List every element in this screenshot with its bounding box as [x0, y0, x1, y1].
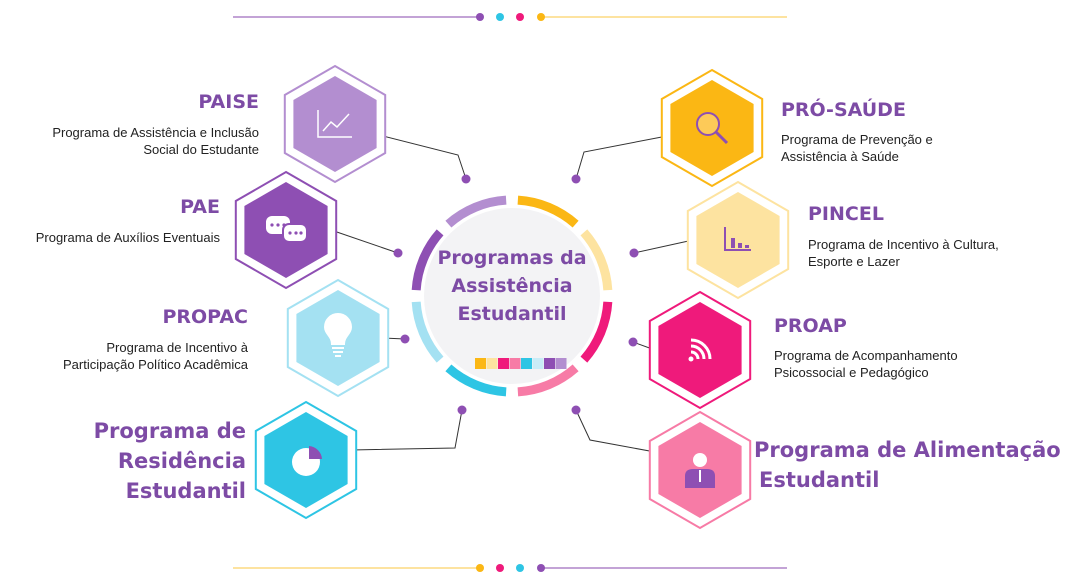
center-title: Programas da Assistência Estudantil [432, 244, 592, 328]
desc-line: Programa de Assistência e Inclusão [52, 125, 259, 140]
program-desc-pincel: Programa de Incentivo à Cultura, Esporte… [808, 236, 999, 270]
center-title-line: Assistência [451, 275, 573, 297]
ring-segment [411, 301, 444, 363]
desc-line: Programa de Incentivo à Cultura, [808, 237, 999, 252]
center-title-line: Estudantil [457, 303, 567, 325]
connector-line [575, 409, 656, 453]
decorative-lines [233, 13, 787, 572]
program-hexagon [286, 278, 390, 398]
connector-line [575, 135, 668, 180]
connector-dot [393, 248, 403, 258]
connector-dot [400, 334, 410, 344]
color-swatch [498, 358, 509, 369]
chat-bubbles-icon [266, 216, 308, 243]
program-desc-pro-saude: Programa de Prevenção e Assistência à Sa… [781, 131, 933, 165]
lightbulb-icon [323, 313, 353, 357]
ring-segment [517, 195, 579, 228]
center-circle [424, 208, 600, 384]
connector-dot [571, 405, 581, 415]
bar-chart-icon [724, 227, 751, 251]
title-line: Residência [117, 449, 246, 473]
connector-dot [629, 248, 639, 258]
center-title-line: Programas da [437, 247, 587, 269]
title-line: Programa de [93, 419, 246, 443]
desc-line: Programa de Auxílios Eventuais [35, 230, 220, 245]
color-swatch [509, 358, 521, 369]
program-hexagon [648, 410, 752, 530]
desc-line: Programa de Acompanhamento [774, 348, 958, 363]
color-swatch [532, 358, 544, 369]
color-swatch [486, 358, 498, 369]
connector-dot [457, 405, 467, 415]
line-chart-icon [317, 110, 352, 138]
program-desc-paise: Programa de Assistência e Inclusão Socia… [52, 124, 259, 158]
connector-dot [628, 337, 638, 347]
desc-line: Programa de Prevenção e [781, 132, 933, 147]
desc-line: Social do Estudante [143, 142, 259, 157]
color-swatch [544, 358, 555, 369]
program-hexagon [648, 290, 752, 410]
desc-line: Programa de Incentivo à [106, 340, 248, 355]
title-line: Estudantil [759, 468, 880, 492]
ring-segment [445, 195, 507, 228]
color-swatch [475, 358, 486, 369]
program-hexagon [283, 64, 387, 184]
program-hexagon [660, 68, 764, 188]
program-hexagon [686, 180, 790, 300]
connector-line [374, 133, 467, 180]
desc-line: Psicossocial e Pedagógico [774, 365, 929, 380]
desc-line: Participação Político Acadêmica [63, 357, 248, 372]
connector-line [633, 239, 694, 254]
color-swatch [555, 358, 567, 369]
connector-line [330, 229, 399, 254]
ring-segment [580, 229, 613, 291]
wifi-signal-icon [688, 338, 712, 362]
connector-dot [461, 174, 471, 184]
desc-line: Esporte e Lazer [808, 254, 900, 269]
program-desc-proap: Programa de Acompanhamento Psicossocial … [774, 347, 958, 381]
magnifier-icon [696, 112, 729, 145]
program-title-alimentacao: Programa de Alimentação Estudantil [754, 435, 1061, 495]
program-title-pae: PAE [180, 196, 220, 218]
title-line: Programa de Alimentação [754, 438, 1061, 462]
pie-chart-icon [292, 446, 322, 476]
ring-segment [411, 229, 444, 291]
ring-segment [580, 301, 613, 363]
program-title-pro-saude: PRÓ-SAÚDE [781, 99, 906, 121]
program-desc-propac: Programa de Incentivo à Participação Pol… [63, 339, 248, 373]
connector-dot [571, 174, 581, 184]
color-swatch [521, 358, 532, 369]
program-title-propac: PROPAC [162, 306, 248, 328]
program-hexagon [234, 170, 338, 290]
title-line: Estudantil [125, 479, 246, 503]
person-icon [685, 453, 715, 488]
program-desc-pae: Programa de Auxílios Eventuais [36, 229, 220, 246]
program-title-residencia: Programa de Residência Estudantil [94, 416, 246, 506]
desc-line: Assistência à Saúde [781, 149, 899, 164]
connector-line [350, 409, 463, 451]
ring-segment [445, 364, 507, 397]
program-title-proap: PROAP [774, 315, 847, 337]
ring-segment [517, 364, 579, 397]
program-hexagon [254, 400, 358, 520]
program-title-pincel: PINCEL [808, 203, 884, 225]
program-title-paise: PAISE [198, 91, 259, 113]
